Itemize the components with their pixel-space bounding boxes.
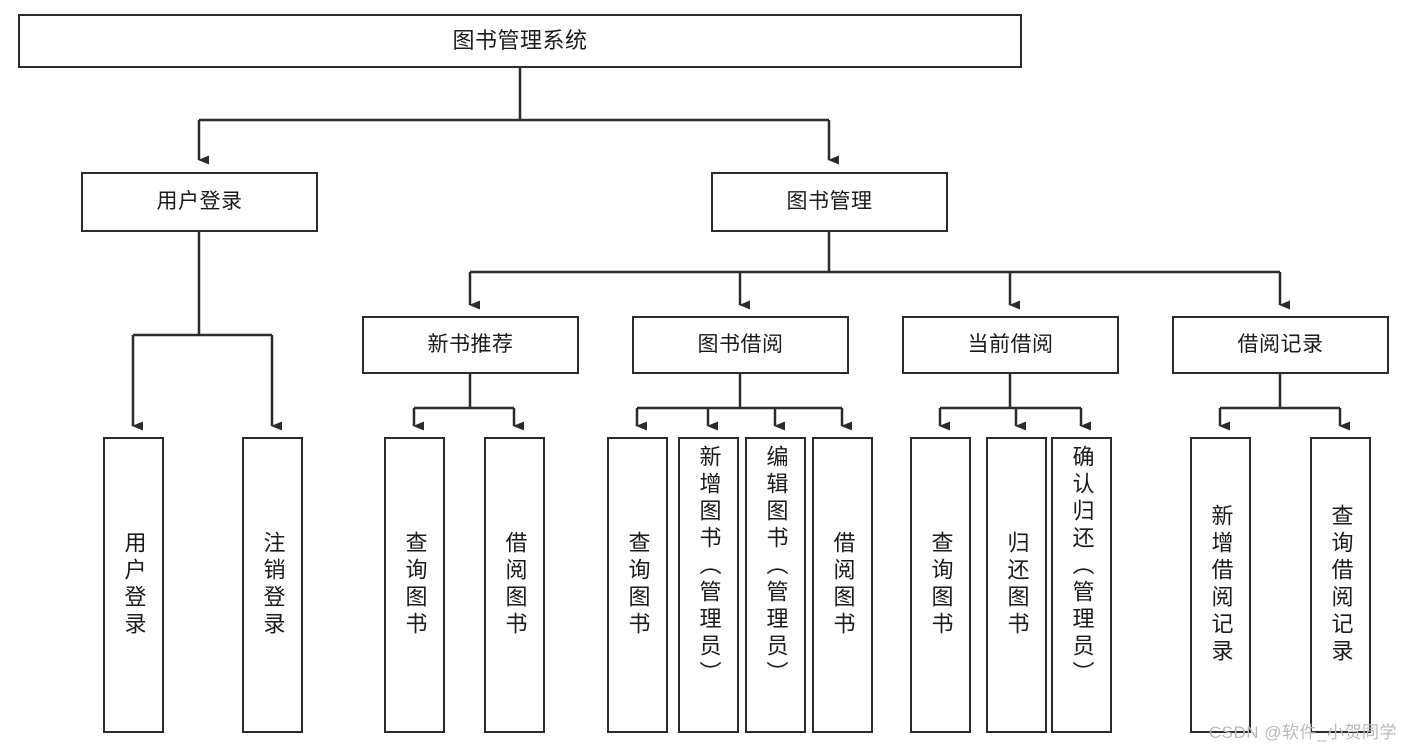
node-label: 图书管理: [786, 189, 873, 213]
node-book-manage[interactable]: 图书管理: [711, 172, 948, 232]
node-book-borrow[interactable]: 图书借阅: [632, 316, 849, 374]
node-label: 图书借阅: [697, 332, 784, 356]
node-leaf-return-book[interactable]: 归还图书: [986, 437, 1047, 733]
node-label: 新增借阅记录: [1208, 504, 1234, 666]
node-label: 当前借阅: [967, 332, 1054, 356]
node-leaf-user-logout[interactable]: 注销登录: [242, 437, 303, 733]
node-leaf-edit-book-admin[interactable]: 编辑图书（管理员）: [745, 437, 806, 733]
node-user-login[interactable]: 用户登录: [81, 172, 318, 232]
node-label: 新书推荐: [427, 332, 514, 356]
node-current-borrow[interactable]: 当前借阅: [902, 316, 1119, 374]
node-label: 确认归还（管理员）: [1069, 445, 1095, 688]
node-label: 编辑图书（管理员）: [763, 445, 789, 688]
csdn-watermark: CSDN @软件_小贺同学: [1208, 723, 1397, 742]
node-leaf-confirm-return-admin[interactable]: 确认归还（管理员）: [1051, 437, 1112, 733]
node-label: 归还图书: [1004, 531, 1030, 639]
node-leaf-add-borrow-record[interactable]: 新增借阅记录: [1190, 437, 1251, 733]
node-label: 查询图书: [402, 531, 428, 639]
node-label: 借阅图书: [830, 531, 856, 639]
node-leaf-query-borrow-record[interactable]: 查询借阅记录: [1310, 437, 1371, 733]
node-label: 借阅记录: [1237, 332, 1324, 356]
node-new-book-recommend[interactable]: 新书推荐: [362, 316, 579, 374]
node-leaf-user-login[interactable]: 用户登录: [103, 437, 164, 733]
node-label: 用户登录: [156, 189, 243, 213]
node-label: 借阅图书: [502, 531, 528, 639]
node-label: 图书管理系统: [452, 28, 588, 54]
node-leaf-add-book-admin[interactable]: 新增图书（管理员）: [678, 437, 739, 733]
node-leaf-borrow-book[interactable]: 借阅图书: [812, 437, 873, 733]
node-label: 用户登录: [121, 531, 147, 639]
node-leaf-query-book-current[interactable]: 查询图书: [910, 437, 971, 733]
node-root-system[interactable]: 图书管理系统: [18, 14, 1022, 68]
node-borrow-record[interactable]: 借阅记录: [1172, 316, 1389, 374]
node-label: 查询图书: [928, 531, 954, 639]
node-label: 查询图书: [625, 531, 651, 639]
node-label: 新增图书（管理员）: [696, 445, 722, 688]
node-label: 注销登录: [260, 531, 286, 639]
node-leaf-borrow-book-recommend[interactable]: 借阅图书: [484, 437, 545, 733]
node-label: 查询借阅记录: [1328, 504, 1354, 666]
node-leaf-query-book-borrow[interactable]: 查询图书: [607, 437, 668, 733]
node-leaf-query-book-recommend[interactable]: 查询图书: [384, 437, 445, 733]
